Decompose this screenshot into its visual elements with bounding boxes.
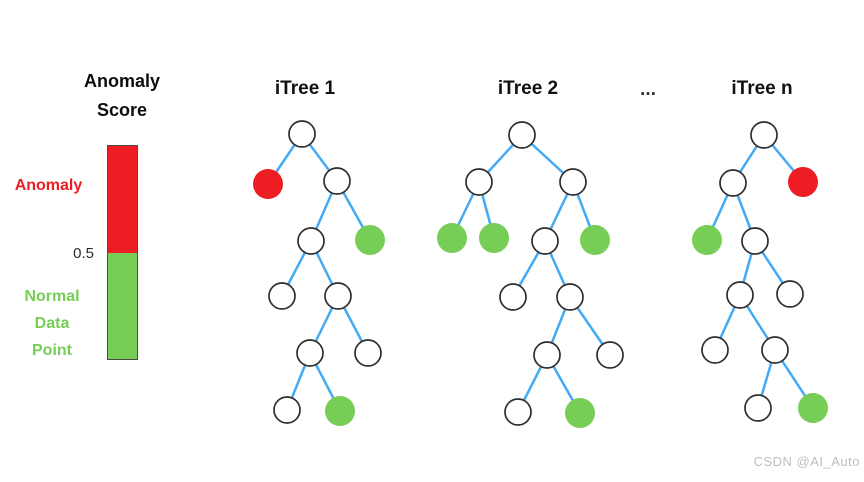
threshold-label: 0.5 <box>73 245 94 262</box>
tree-node-normal <box>479 223 509 253</box>
tree-node-internal <box>533 341 561 369</box>
normal-data-point-label: Normal Data Point <box>8 283 96 364</box>
tree-node-internal <box>596 341 624 369</box>
tree-node-internal <box>288 120 316 148</box>
normal-label-line2: Data <box>34 315 70 332</box>
tree-node-internal <box>531 227 559 255</box>
tree-node-normal <box>692 225 722 255</box>
tree-node-internal <box>273 396 301 424</box>
normal-label-line1: Normal <box>24 288 80 305</box>
tree-node-normal <box>565 398 595 428</box>
tree-node-internal <box>726 281 754 309</box>
ellipsis-label: ... <box>640 79 656 100</box>
tree-title: iTree n <box>731 78 792 99</box>
normal-label-line3: Point <box>32 342 72 359</box>
anomaly-score-title-line2: Score <box>96 100 148 120</box>
tree-title: iTree 1 <box>275 78 336 99</box>
tree-node-internal <box>508 121 536 149</box>
tree-node-internal <box>465 168 493 196</box>
tree-node-internal <box>296 339 324 367</box>
anomaly-score-title-line1: Anomaly <box>83 71 161 91</box>
anomaly-label: Anomaly <box>14 177 83 194</box>
tree-title: iTree 2 <box>498 78 558 99</box>
watermark: CSDN @AI_Auto <box>753 454 860 469</box>
tree-node-internal <box>761 336 789 364</box>
tree-node-internal <box>323 167 351 195</box>
tree-node-internal <box>701 336 729 364</box>
tree-node-internal <box>499 283 527 311</box>
tree-node-internal <box>354 339 382 367</box>
tree-node-normal <box>798 393 828 423</box>
tree-node-internal <box>741 227 769 255</box>
tree-node-internal <box>559 168 587 196</box>
tree-node-internal <box>504 398 532 426</box>
tree-node-anomaly <box>253 169 283 199</box>
anomaly-score-bar-green-region <box>108 252 137 359</box>
tree-node-internal <box>324 282 352 310</box>
tree-node-internal <box>744 394 772 422</box>
anomaly-score-bar <box>107 145 138 360</box>
tree-node-anomaly <box>788 167 818 197</box>
tree-node-internal <box>776 280 804 308</box>
tree-node-normal <box>437 223 467 253</box>
tree-node-internal <box>556 283 584 311</box>
tree-node-internal <box>719 169 747 197</box>
tree-node-internal <box>268 282 296 310</box>
anomaly-score-title: Anomaly Score <box>42 67 202 125</box>
tree-node-normal <box>580 225 610 255</box>
tree-node-internal <box>297 227 325 255</box>
tree-node-normal <box>355 225 385 255</box>
tree-node-internal <box>750 121 778 149</box>
tree-node-normal <box>325 396 355 426</box>
anomaly-score-bar-red-region <box>108 146 137 253</box>
